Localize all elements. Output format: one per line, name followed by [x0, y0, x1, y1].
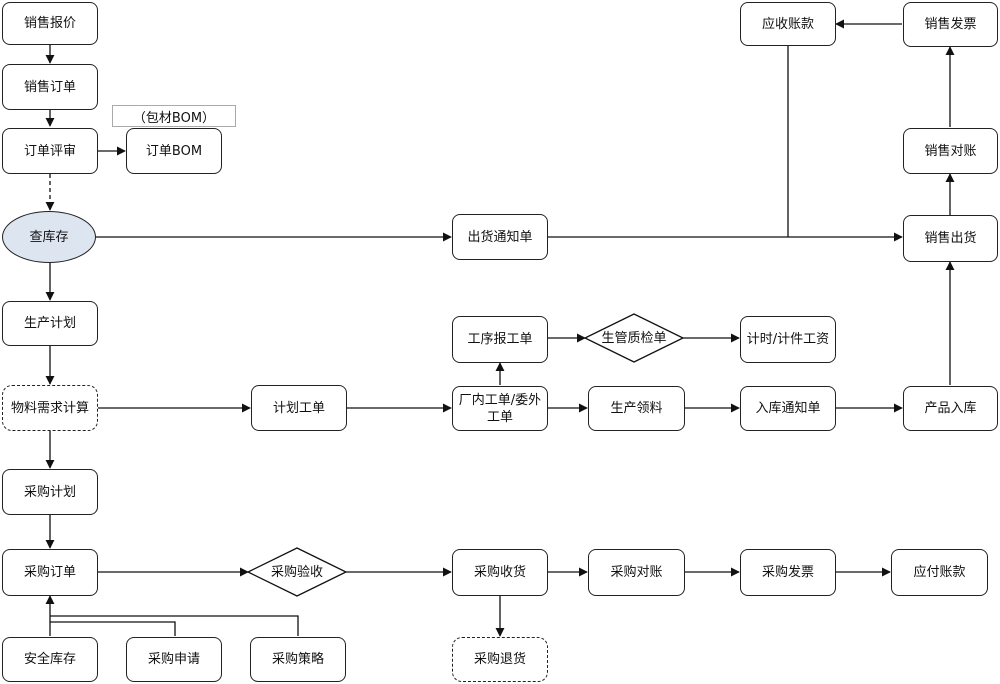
node-purchase-return: 采购退货 [452, 637, 548, 682]
node-sales-reconcile: 销售对账 [903, 128, 998, 174]
bom-note-label: （包材BOM） [112, 105, 236, 127]
node-plan-work-order: 计划工单 [251, 385, 347, 431]
node-purchase-reconcile: 采购对账 [588, 549, 685, 596]
edge-purchase-strategy-up [50, 615, 299, 636]
node-safety-stock: 安全库存 [2, 637, 98, 682]
node-shipping-notice: 出货通知单 [452, 214, 548, 260]
node-wage-calc: 计时/计件工资 [740, 316, 836, 363]
node-check-stock: 查库存 [2, 211, 96, 263]
node-product-storage: 产品入库 [903, 386, 998, 431]
node-purchase-order: 采购订单 [2, 549, 98, 596]
node-purchase-strategy: 采购策略 [250, 637, 346, 682]
node-order-bom: 订单BOM [126, 128, 222, 174]
node-sales-invoice: 销售发票 [903, 2, 998, 47]
node-qc-check: 生管质检单 [601, 330, 667, 346]
node-production-pick: 生产领料 [588, 386, 685, 431]
node-internal-external-order: 厂内工单/委外工单 [452, 386, 548, 431]
node-production-plan: 生产计划 [2, 301, 98, 346]
node-sales-order: 销售订单 [2, 64, 98, 110]
node-process-report: 工序报工单 [452, 316, 548, 363]
diamond-purchase-inspection [246, 547, 348, 597]
node-purchase-inspection: 采购验收 [270, 564, 323, 580]
node-purchase-receipt: 采购收货 [452, 549, 548, 596]
node-purchase-invoice: 采购发票 [740, 549, 836, 596]
node-sales-quote: 销售报价 [2, 2, 98, 45]
node-purchase-plan: 采购计划 [2, 469, 98, 515]
node-order-review: 订单评审 [2, 128, 98, 174]
node-accounts-receivable: 应收账款 [740, 2, 836, 46]
edge-purchase-request-up [50, 621, 176, 636]
diamond-qc-check [583, 313, 685, 363]
node-mrp: 物料需求计算 [2, 385, 98, 431]
node-accounts-payable: 应付账款 [891, 549, 988, 596]
node-purchase-request: 采购申请 [126, 637, 222, 682]
node-warehouse-notice: 入库通知单 [740, 386, 836, 431]
node-sales-shipment: 销售出货 [903, 215, 998, 262]
